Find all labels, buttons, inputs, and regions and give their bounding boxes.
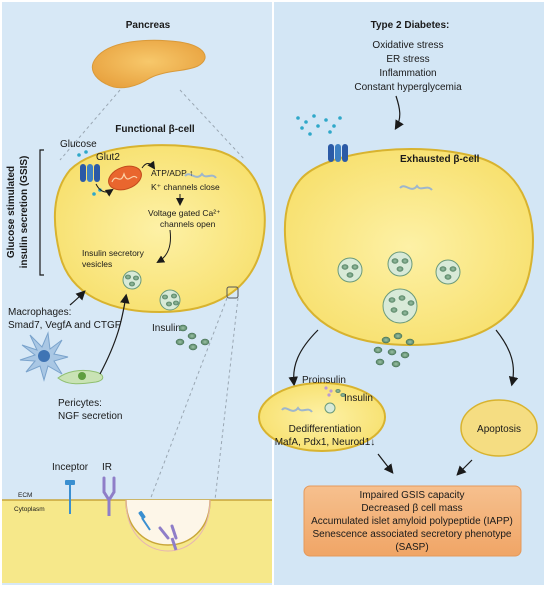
insulin-vesicle-cluster [382, 288, 418, 324]
zoom-line-membrane-right [214, 297, 239, 501]
atp-adp-label: ATP/ADP ↑ [151, 168, 193, 178]
internalized-inceptor-icon [138, 510, 151, 531]
glut2-label: Glut2 [96, 152, 120, 163]
outcomes-box [303, 485, 522, 557]
insulin-granules-secreted [373, 332, 415, 368]
pericyte-arrow [99, 293, 130, 375]
glucose-entry-arrow [95, 183, 114, 197]
er-squiggle [184, 172, 217, 179]
functional-beta-cell [53, 144, 266, 314]
ca-channels-label-line1: Voltage gated Ca²⁺ [148, 208, 221, 218]
pancreas-label: Pancreas [126, 20, 171, 31]
insulin-vesicle-cluster [435, 259, 461, 285]
exhausted-cell-title: Exhausted β-cell [400, 154, 480, 165]
dediff-to-outcome-arrow [377, 453, 394, 474]
stress-item: Constant hyperglycemia [354, 82, 462, 93]
functional-cell-title: Functional β-cell [115, 124, 195, 135]
gsis-bracket [39, 149, 44, 276]
insulin-vesicle-cluster [337, 257, 363, 283]
outcome-item: Senescence associated secretory phenotyp… [312, 529, 511, 540]
apoptotic-cell [460, 399, 538, 457]
apoptosis-to-outcome-arrow [456, 459, 473, 476]
pericytes-label-line1: Pericytes: [58, 398, 102, 409]
ecm-label: ECM [18, 492, 32, 499]
insulin-granule [200, 338, 210, 346]
insulin-granule [188, 343, 198, 351]
insulin-small-granules [335, 389, 346, 397]
outcome-item: Accumulated islet amyloid polypeptide (I… [311, 516, 513, 527]
pancreas-organ [91, 39, 206, 89]
stress-item: Inflammation [379, 68, 436, 79]
membrane-zoom-box [226, 286, 239, 299]
insulin-secreted-label: Insulin [152, 323, 181, 334]
gsis-label-line2: insulin secretion (GSIS) [19, 156, 30, 269]
macrophages-label-line2: Smad7, VegfA and CTGF [8, 320, 121, 331]
insulin-vesicle-cluster [159, 289, 181, 311]
outcome-item: Decreased β cell mass [361, 503, 462, 514]
glucose-dot [92, 192, 96, 196]
k-channels-label: K⁺ channels close [151, 182, 220, 192]
to-dedifferentiation-arrow [288, 329, 319, 387]
internalized-ir-icon [158, 524, 178, 551]
macrophage-arrow [69, 290, 86, 306]
er-squiggle [281, 406, 313, 413]
outcome-item: Impaired GSIS capacity [359, 490, 464, 501]
glut2-transporter-icon [328, 144, 348, 162]
insulin-vesicle-cluster [122, 270, 142, 290]
cytoplasm-label: Cytoplasm [14, 506, 45, 513]
exhausted-beta-cell [283, 148, 534, 347]
atp-arrow [141, 160, 156, 170]
small-vesicle [324, 402, 336, 414]
proinsulin-dots [324, 386, 333, 397]
ca-channels-label-line2: channels open [160, 219, 216, 229]
endocytic-vesicle [125, 499, 211, 546]
insulin-receptor-icon [102, 476, 116, 516]
dedifferentiated-cell [258, 382, 386, 452]
glut2-transporter-icon [80, 164, 100, 182]
stress-item: ER stress [386, 54, 429, 65]
apoptosis-label: Apoptosis [477, 424, 521, 435]
stress-item: Oxidative stress [372, 40, 443, 51]
insulin-granule [175, 338, 185, 346]
inceptor-receptor-icon [65, 480, 75, 514]
er-squiggle [399, 184, 433, 191]
endocytic-vesicle-outline [125, 499, 211, 552]
t2d-arrow [394, 95, 404, 131]
zoom-line-right [179, 89, 246, 161]
extracellular-glucose-dots [296, 114, 342, 136]
to-apoptosis-arrow [495, 329, 519, 387]
outcome-item: (SASP) [395, 542, 428, 553]
glucose-dot [84, 150, 88, 154]
mitochondrion-icon [108, 165, 142, 191]
ir-label: IR [102, 462, 112, 473]
t2d-title: Type 2 Diabetes: [371, 20, 450, 31]
glucose-label: Glucose [60, 139, 97, 150]
zoom-line-membrane-left [149, 297, 228, 501]
pericytes-label-line2: NGF secretion [58, 411, 122, 422]
ca-to-vesicle-arrow [156, 229, 171, 264]
insulin-granule [187, 332, 197, 340]
insulin-vesicles-label-line1: Insulin secretory [82, 248, 145, 258]
insulin-vesicle-cluster [387, 251, 413, 277]
dedifferentiation-label-line1: Dedifferentiation [289, 424, 362, 435]
macrophage-icon [19, 331, 69, 382]
inceptor-label: Inceptor [52, 462, 89, 473]
macrophages-label-line1: Macrophages: [8, 307, 71, 318]
insulin-granule [178, 324, 188, 332]
pericyte-icon [57, 369, 104, 385]
dediff-insulin-label: Insulin [344, 393, 373, 404]
dedifferentiation-label-line2: MafA, Pdx1, Neurod1↓ [275, 437, 376, 448]
proinsulin-label: Proinsulin [302, 375, 346, 386]
glucose-dot [77, 153, 81, 157]
gsis-label-line1: Glucose stimulated [6, 166, 17, 258]
insulin-vesicles-label-line2: vesicles [82, 259, 112, 269]
